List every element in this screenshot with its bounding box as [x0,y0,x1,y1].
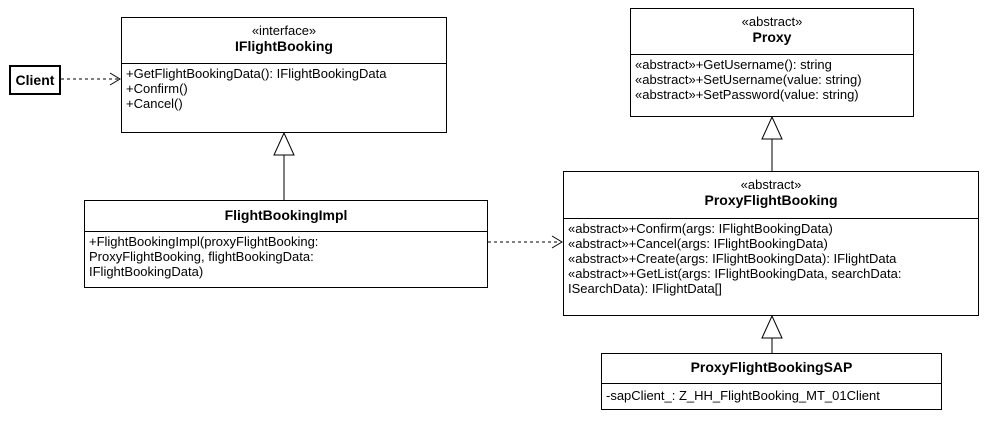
proxyflightbooking-name: ProxyFlightBooking [704,192,838,208]
proxy-header: «abstract» Proxy [631,9,913,55]
sap-generalization-triangle [761,314,783,339]
proxy-name: Proxy [752,29,792,45]
impl-realization-triangle [273,131,295,156]
impl-dependency-arrowhead [551,235,563,249]
proxyflightbookingsap-class[interactable]: ProxyFlightBookingSAP -sapClient_: Z_HH_… [601,353,942,410]
proxyflightbooking-member: «abstract»+Create(args: IFlightBookingDa… [568,251,897,266]
proxyflightbookingsap-member: -sapClient_: Z_HH_FlightBooking_MT_01Cli… [606,388,880,403]
iflightbooking-member: +Confirm() [126,81,188,96]
client-label: Client [15,72,55,88]
proxyflightbooking-member: «abstract»+GetList(args: IFlightBookingD… [568,266,902,296]
iflightbooking-member: +Cancel() [126,96,183,111]
proxy-class[interactable]: «abstract» Proxy «abstract»+GetUsername(… [630,8,914,117]
proxy-member: «abstract»+SetUsername(value: string) [635,72,862,87]
proxyflightbooking-stereotype: «abstract» [740,177,802,192]
iflightbooking-stereotype: «interface» [251,23,317,38]
proxy-members: «abstract»+GetUsername(): string «abstra… [631,55,913,102]
proxy-member: «abstract»+SetPassword(value: string) [635,87,859,102]
proxy-member: «abstract»+GetUsername(): string [635,57,832,72]
proxyflightbookingsap-members: -sapClient_: Z_HH_FlightBooking_MT_01Cli… [602,384,941,403]
client-actor[interactable]: Client [9,65,61,95]
flightbookingimpl-members: +FlightBookingImpl(proxyFlightBooking: P… [85,232,393,279]
proxyflightbooking-member: «abstract»+Confirm(args: IFlightBookingD… [568,221,833,236]
proxyflightbooking-member: «abstract»+Cancel(args: IFlightBookingDa… [568,236,828,251]
proxyflightbooking-members: «abstract»+Confirm(args: IFlightBookingD… [564,219,978,296]
iflightbooking-class[interactable]: «interface» IFlightBooking +GetFlightBoo… [121,17,447,133]
client-dependency-arrowhead [109,72,121,86]
iflightbooking-member: +GetFlightBookingData(): IFlightBookingD… [126,66,387,81]
pfb-generalization-triangle [761,115,783,140]
iflightbooking-members: +GetFlightBookingData(): IFlightBookingD… [122,64,446,111]
iflightbooking-name: IFlightBooking [235,38,333,54]
proxyflightbookingsap-name: ProxyFlightBookingSAP [690,359,853,375]
flightbookingimpl-header: FlightBookingImpl [85,201,487,232]
iflightbooking-header: «interface» IFlightBooking [122,18,446,64]
proxyflightbooking-class[interactable]: «abstract» ProxyFlightBooking «abstract»… [563,171,979,316]
flightbookingimpl-member: +FlightBookingImpl(proxyFlightBooking: P… [89,234,319,279]
flightbookingimpl-name: FlightBookingImpl [224,207,348,223]
flightbookingimpl-class[interactable]: FlightBookingImpl +FlightBookingImpl(pro… [84,200,488,288]
proxy-stereotype: «abstract» [741,14,803,29]
proxyflightbooking-header: «abstract» ProxyFlightBooking [564,172,978,219]
proxyflightbookingsap-header: ProxyFlightBookingSAP [602,354,941,384]
